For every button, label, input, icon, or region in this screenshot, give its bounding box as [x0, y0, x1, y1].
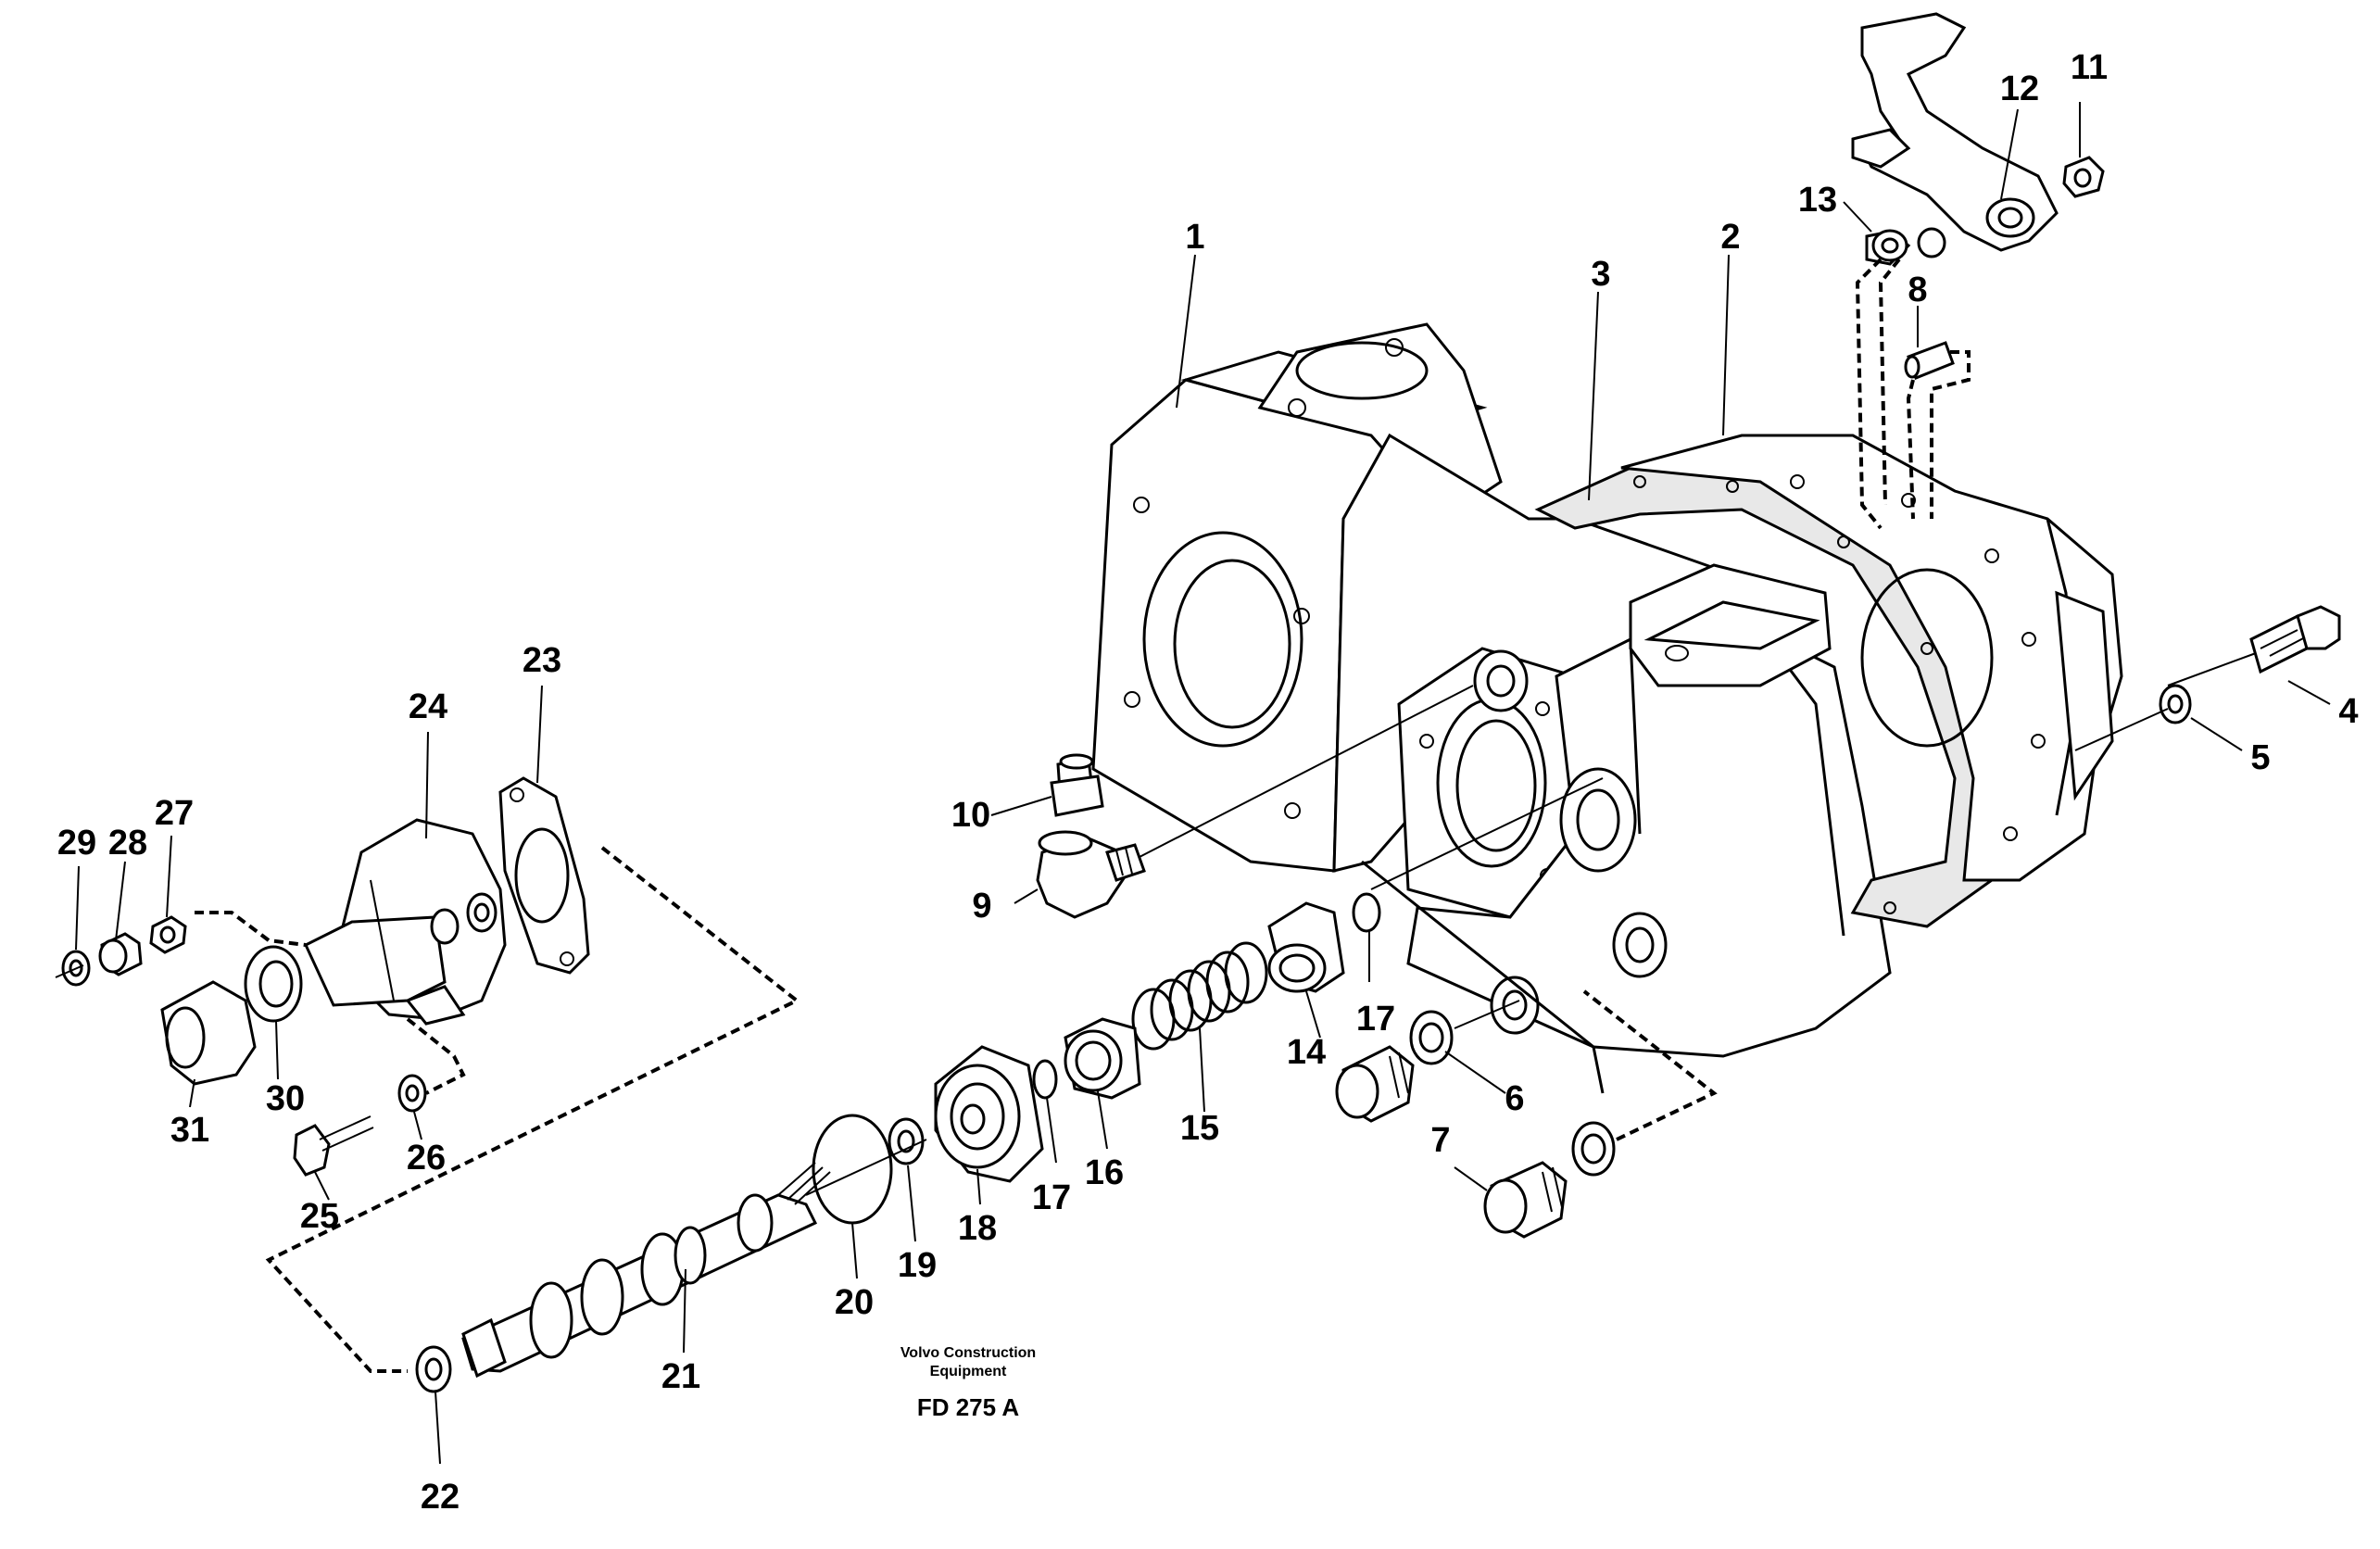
callout-27: 27	[155, 794, 194, 833]
seal-6-upper	[1409, 1010, 1454, 1065]
callout-18: 18	[958, 1209, 997, 1248]
sleeve-14	[1267, 901, 1345, 993]
callout-11: 11	[2071, 48, 2108, 87]
callout-21: 21	[661, 1357, 700, 1396]
cover-plate	[1620, 434, 2123, 882]
callout-24: 24	[409, 687, 447, 726]
spool-21	[461, 1162, 831, 1379]
pump-housing	[1091, 322, 1892, 1094]
circlip-17-upper	[1352, 892, 1381, 933]
callout-15: 15	[1180, 1109, 1219, 1148]
o-ring-20	[812, 1114, 893, 1225]
callout-20: 20	[835, 1283, 874, 1322]
callout-6: 6	[1505, 1079, 1524, 1118]
callout-19: 19	[898, 1246, 937, 1285]
callout-14: 14	[1287, 1033, 1326, 1072]
callout-22: 22	[421, 1478, 460, 1517]
callout-2: 2	[1720, 218, 1740, 257]
callout-5: 5	[2250, 738, 2270, 777]
pin-8	[1904, 341, 1955, 380]
cup-18	[934, 1045, 1044, 1183]
plug-7-upper	[1335, 1045, 1415, 1123]
nut-27	[149, 915, 187, 954]
cap-nut-31	[160, 980, 257, 1086]
callout-29: 29	[57, 824, 96, 863]
callout-13: 13	[1798, 181, 1837, 220]
drawing-code: FD 275 A	[917, 1393, 1020, 1421]
washer-22	[415, 1345, 452, 1393]
callout-25: 25	[300, 1197, 339, 1236]
callout-8: 8	[1908, 271, 1927, 309]
washer-19	[888, 1117, 925, 1165]
sleeve-28	[98, 932, 143, 976]
callout-23: 23	[523, 641, 561, 680]
callout-17-upper: 17	[1356, 1000, 1395, 1039]
bolt-4	[2167, 605, 2341, 686]
circlip-17-lower	[1032, 1059, 1058, 1100]
elbow-9	[1036, 830, 1146, 919]
shift-fork	[1851, 12, 2059, 252]
seal-6-lower	[1571, 1121, 1616, 1177]
plug-7-lower	[1483, 1161, 1568, 1239]
washer-30	[244, 945, 303, 1023]
screw-25	[293, 1115, 374, 1177]
callout-17-lower: 17	[1032, 1178, 1071, 1217]
callout-3: 3	[1591, 255, 1610, 294]
maker-name-line-1: Volvo Construction	[900, 1345, 1036, 1361]
washer-26	[397, 1074, 427, 1113]
callout-9: 9	[972, 887, 991, 926]
callout-16: 16	[1085, 1153, 1124, 1192]
callout-28: 28	[108, 824, 147, 863]
valve-housing-24	[304, 818, 507, 1026]
gasket-23	[498, 776, 590, 975]
callout-10: 10	[951, 796, 990, 835]
nut-11	[2062, 156, 2105, 198]
washer-29	[55, 950, 91, 987]
callout-12: 12	[2000, 69, 2039, 108]
callout-4: 4	[2338, 692, 2358, 731]
washer-5	[2159, 684, 2192, 724]
callout-30: 30	[266, 1079, 305, 1118]
callout-26: 26	[407, 1139, 446, 1177]
callout-31: 31	[170, 1111, 209, 1150]
callout-1: 1	[1185, 218, 1204, 257]
spring-seat-16	[1064, 1017, 1141, 1100]
maker-name-line-2: Equipment	[930, 1364, 1007, 1379]
spring-15	[1131, 941, 1268, 1051]
callout-7: 7	[1430, 1121, 1450, 1160]
bush-13	[1865, 227, 1946, 266]
fitting-10	[1050, 753, 1104, 817]
